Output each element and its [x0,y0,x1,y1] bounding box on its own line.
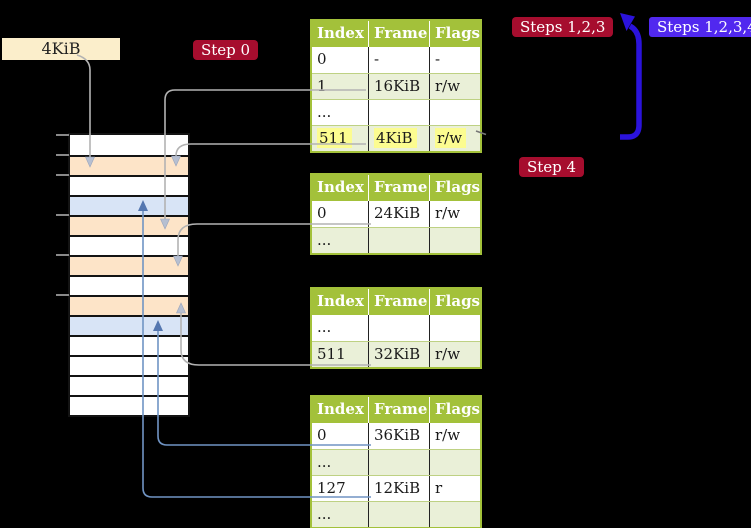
table-row: 0 -- [312,47,480,73]
table-header-cell: Frame [368,21,429,47]
memory-row-white [70,235,188,255]
table-cell: r [429,476,480,501]
table-header-cell: Index [317,400,364,418]
tick-mark [56,154,69,156]
table-cell [368,100,429,125]
highlighted-value: 511 [317,128,352,148]
table-header-cell: Frame [368,289,429,315]
table-cell: ... [317,505,332,523]
table-cell: 511 [312,126,368,151]
table-header-cell: Index [317,292,364,310]
table-cell [429,502,480,527]
table-header-cell: Flags [429,21,480,47]
table-header-cell: Flags [429,289,480,315]
table-row: ... [312,99,480,125]
table-cell [429,100,480,125]
loop-arrow [620,23,642,140]
table-cell [368,450,429,475]
memory-row-white [70,355,188,375]
table-cell: r/w [429,126,480,151]
tick-mark [56,134,69,136]
tick-mark [56,214,69,216]
memory-row-blue [70,315,188,335]
table-header-cell: Flags [429,397,480,423]
table-cell: 127 [317,479,346,497]
table-cell: r/w [429,342,480,367]
table-cell [429,450,480,475]
step4-badge: Step 4 [519,157,585,177]
table-cell: ... [317,453,332,471]
table-header-cell: Flags [429,175,480,201]
frame-size-label: 4KiB [2,38,120,60]
table-cell: - [429,47,480,73]
memory-row-peach [70,295,188,315]
table-cell: r/w [429,423,480,449]
highlighted-value: 4KiB [374,128,417,148]
table-cell: r/w [429,74,480,99]
table-cell: 12KiB [368,476,429,501]
memory-row-white [70,375,188,395]
table-cell: ... [317,103,332,121]
memory-row-white [70,395,188,415]
table-cell: 36KiB [368,423,429,449]
table-header-cell: Index [317,24,364,42]
table-cell [368,228,429,253]
table-cell: 16KiB [368,74,429,99]
highlighted-value: r/w [435,128,467,148]
table-cell: - [368,47,429,73]
table-row: ... [312,501,480,527]
table-cell: 0 [317,426,327,444]
table-row: 511 4KiB r/w [312,125,480,151]
table-cell: 0 [317,50,327,68]
table-cell: 511 [317,345,346,363]
table-row: ... [312,449,480,475]
memory-stack [68,133,190,417]
memory-row-white [70,135,188,155]
table-cell: 1 [317,77,327,95]
loop-arrowhead-icon [620,13,635,31]
table-cell [368,315,429,341]
table-cell: ... [317,318,332,336]
table-cell [368,502,429,527]
table-header-cell: Frame [368,175,429,201]
table-cell: r/w [429,201,480,227]
memory-row-peach [70,155,188,175]
tick-mark [56,254,69,256]
memory-row-peach [70,215,188,235]
table-row: ... [312,315,480,341]
tick-mark [56,174,69,176]
table-cell: 24KiB [368,201,429,227]
table-cell: 0 [317,204,327,222]
table-cell: 4KiB [368,126,429,151]
memory-row-peach [70,255,188,275]
table-row: ... [312,227,480,253]
table-cell: ... [317,231,332,249]
memory-row-white [70,335,188,355]
tick-mark [56,294,69,296]
memory-row-white [70,175,188,195]
step0-badge: Step 0 [193,40,259,60]
table-header-cell: Frame [368,397,429,423]
memory-row-blue [70,195,188,215]
table-cell [429,315,480,341]
table-header-cell: Index [317,178,364,196]
steps123-badge: Steps 1,2,3 [512,17,614,37]
memory-row-white [70,275,188,295]
table-cell [429,228,480,253]
steps1234-badge: Steps 1,2,3,4 [649,17,751,37]
table-cell: 32KiB [368,342,429,367]
